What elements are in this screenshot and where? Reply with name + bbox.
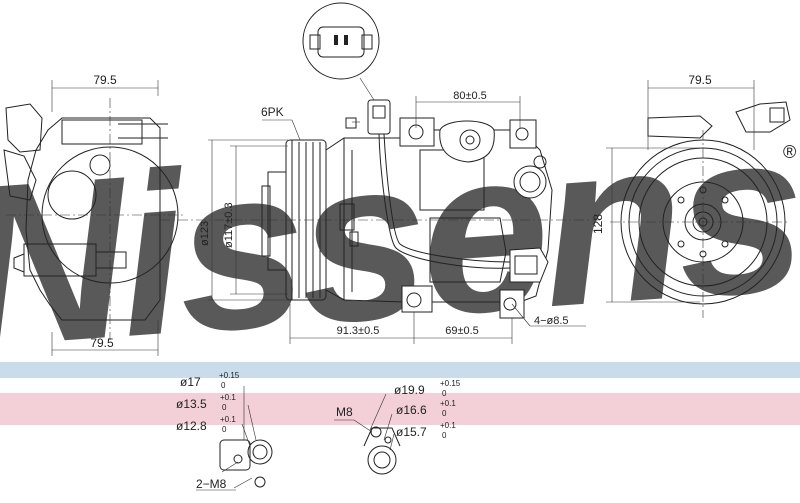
port-right-d1-sub: 0 (442, 389, 447, 398)
port-right-d3-sub: 0 (442, 431, 447, 440)
port-right-d1-sup: +0.15 (440, 379, 461, 388)
belt-label-6pk: 6PK (261, 105, 284, 119)
port-detail-right: M8 ø19.9 +0.15 0 ø16.6 +0.1 0 ø15.7 +0.1… (334, 379, 461, 475)
left-view-dimension-top: 79.5 (51, 73, 159, 112)
band-pink (0, 393, 800, 425)
dim-80-label: 80±0.5 (453, 90, 487, 102)
port-right-d2: ø16.6 (396, 403, 427, 417)
port-right-d3: ø15.7 (396, 425, 427, 439)
dim-holes-label: 4−ø8.5 (534, 315, 569, 327)
port-left-d2: ø13.5 (176, 397, 207, 411)
port-right-d1: ø19.9 (394, 383, 425, 397)
port-left-d3-sup: +0.1 (220, 415, 236, 424)
band-blue (0, 362, 800, 378)
port-right-thread: M8 (336, 405, 353, 419)
port-left-d2-sup: +0.1 (220, 393, 236, 402)
pulley (160, 139, 600, 301)
port-detail-left: ø17 +0.15 0 ø13.5 +0.1 0 ø12.8 +0.1 0 2−… (176, 371, 273, 491)
right-dim-height-label: 128 (591, 214, 605, 234)
port-left-d3-sub: 0 (222, 425, 227, 434)
port-left-d1-sub: 0 (221, 381, 226, 390)
left-view: 79.5 79.5 (3, 73, 186, 356)
dimension-91-3: 91.3±0.5 (289, 304, 415, 344)
left-dim-bottom-label: 79.5 (90, 336, 114, 350)
dimension-69: 69±0.5 (414, 318, 513, 344)
dimension-80: 80±0.5 (415, 90, 521, 128)
right-view: 79.5 128 (591, 73, 791, 318)
connector-detail-callout (302, 2, 380, 101)
center-view: 6PK ø123 ø117±0.3 (160, 90, 600, 344)
watermark-registered-mark: ® (783, 142, 796, 162)
left-dim-top-label: 79.5 (93, 73, 117, 87)
port-left-d1-sup: +0.15 (219, 371, 240, 380)
port-left-d2-sub: 0 (222, 403, 227, 412)
port-left-thread: 2−M8 (196, 477, 227, 491)
diameter-dimensions: ø123 ø117±0.3 (199, 139, 288, 301)
right-dim-top-label: 79.5 (688, 73, 712, 87)
left-view-dimension-bottom: 79.5 (51, 320, 159, 356)
dim-91-3-label: 91.3±0.5 (337, 325, 380, 337)
dim-69-label: 69±0.5 (445, 325, 479, 337)
port-left-d3: ø12.8 (176, 419, 207, 433)
right-view-dimension-top: 79.5 (647, 73, 755, 150)
compressor-body (325, 99, 553, 319)
right-view-dimension-height: 128 (591, 147, 700, 303)
port-right-d3-sup: +0.1 (440, 421, 456, 430)
port-right-d2-sup: +0.1 (440, 399, 456, 408)
dim-inner-diameter: ø117±0.3 (223, 202, 235, 248)
port-left-d1: ø17 (180, 375, 201, 389)
dimension-holes: 4−ø8.5 (511, 303, 586, 327)
dim-outer-diameter: ø123 (199, 221, 211, 246)
port-right-d2-sub: 0 (442, 409, 447, 418)
